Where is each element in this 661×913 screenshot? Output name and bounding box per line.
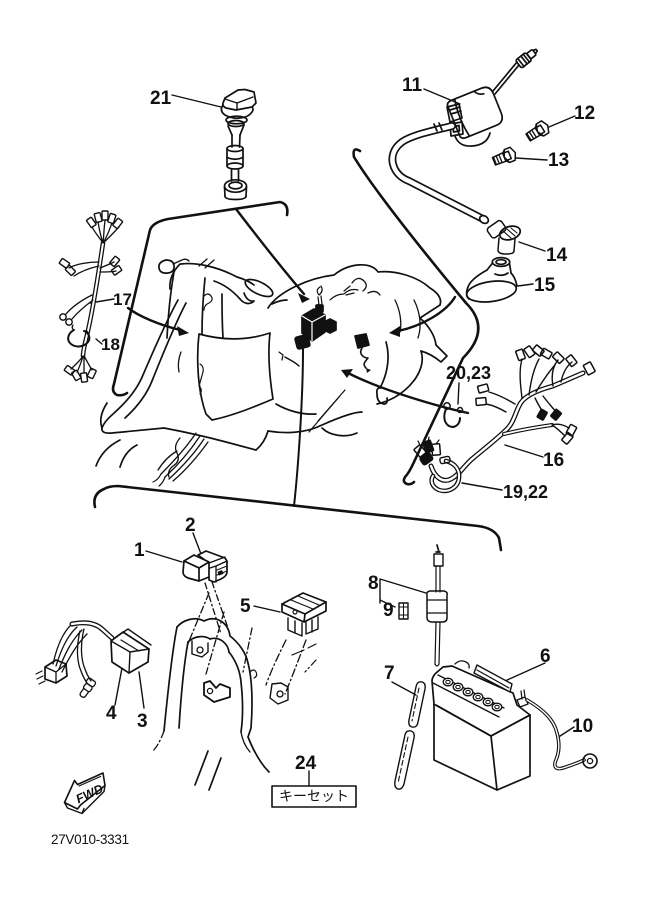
svg-text:9: 9 [383,600,394,621]
svg-text:12: 12 [574,103,595,124]
svg-text:19,22: 19,22 [503,482,548,502]
svg-text:1: 1 [134,540,145,561]
svg-text:7: 7 [384,663,395,684]
svg-text:13: 13 [548,150,569,171]
svg-text:15: 15 [534,275,556,296]
svg-text:14: 14 [546,245,568,266]
svg-text:24: 24 [295,753,317,774]
svg-text:5: 5 [240,596,251,617]
svg-text:6: 6 [540,646,551,667]
svg-text:キーセット: キーセット [279,788,349,804]
svg-text:16: 16 [543,450,564,471]
svg-text:20,23: 20,23 [446,363,491,383]
svg-text:2: 2 [185,515,196,536]
svg-text:21: 21 [150,88,172,109]
svg-text:27V010-3331: 27V010-3331 [51,832,129,847]
svg-text:3: 3 [137,711,148,732]
svg-text:10: 10 [572,716,593,737]
svg-text:4: 4 [106,703,117,724]
svg-text:11: 11 [402,75,423,96]
svg-text:17: 17 [113,290,132,309]
svg-text:8: 8 [368,573,379,594]
svg-text:18: 18 [101,335,120,354]
